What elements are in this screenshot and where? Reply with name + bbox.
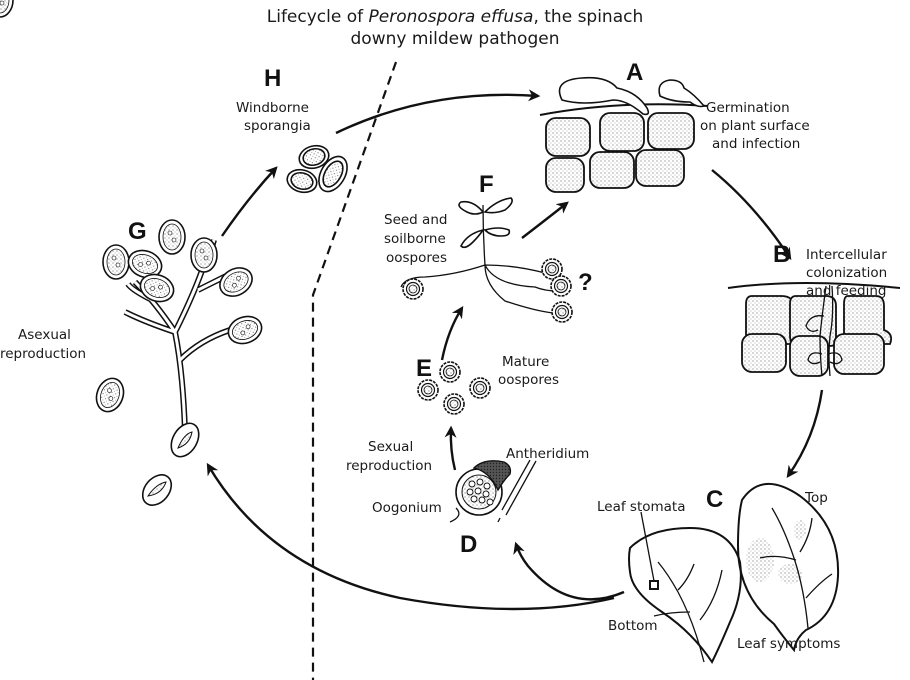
leaf-stomata-label: Leaf stomata (597, 499, 685, 515)
sexual-asexual-divider (311, 61, 398, 680)
stage-a-illustration (539, 76, 709, 193)
arrow-e-to-f (440, 305, 464, 361)
stage-a-label-2: on plant surface (700, 118, 810, 134)
stage-b-illustration (727, 282, 901, 377)
stage-h-illustration (286, 144, 348, 194)
arrow-f-to-a (521, 201, 569, 239)
arrow-c-to-g (206, 462, 615, 611)
stage-b-label-3: and feeding (806, 283, 887, 299)
arrow-h-to-a (335, 89, 541, 135)
oogonium-label: Oogonium (372, 500, 442, 516)
stage-a-label-3: and infection (712, 136, 800, 152)
stage-a-label-1: Germination (706, 100, 790, 116)
asexual-reproduction-label-2: reproduction (0, 346, 86, 362)
sexual-reproduction-label-2: reproduction (346, 458, 432, 474)
stage-a-letter: A (626, 59, 643, 86)
stage-e-label-1: Mature (502, 354, 549, 370)
stage-f-label-1: Seed and (384, 212, 447, 228)
stage-d-illustration (449, 459, 537, 523)
stage-h-label-2: sporangia (244, 118, 311, 134)
stage-g-letter: G (128, 218, 147, 245)
antheridium-label: Antheridium (506, 446, 589, 462)
arrow-b-to-c (786, 389, 824, 478)
asexual-reproduction-label-1: Asexual (18, 327, 71, 343)
stage-f-label-2: soilborne (384, 231, 446, 247)
arrow-g-to-h (221, 166, 278, 237)
stage-f-illustration (400, 197, 573, 323)
stage-f-letter: F (479, 171, 494, 198)
arrow-d-to-e (444, 425, 457, 471)
leaf-symptoms-label: Leaf symptoms (737, 636, 840, 652)
leaf-top-label: Top (804, 490, 828, 506)
stage-c-illustration (628, 482, 840, 664)
sexual-reproduction-label-1: Sexual (368, 439, 413, 455)
stage-f-label-3: oospores (386, 250, 447, 266)
stage-b-label-2: colonization (806, 265, 887, 281)
arrow-c-to-d (513, 541, 625, 601)
leaf-bottom-label: Bottom (608, 618, 658, 634)
title-line-2: downy mildew pathogen (351, 29, 560, 49)
stage-b-label-1: Intercellular (806, 247, 887, 263)
stage-d-letter: D (460, 531, 477, 558)
stage-c-letter: C (706, 486, 723, 513)
title-line-1: Lifecycle of Peronospora effusa, the spi… (267, 7, 644, 27)
stage-h-label-1: Windborne (236, 100, 309, 116)
stage-g-illustration (0, 0, 267, 506)
unknown-pathway-question-mark: ? (578, 269, 593, 296)
stage-e-letter: E (416, 355, 432, 382)
stage-h-letter: H (264, 65, 281, 92)
arrow-a-to-b (711, 169, 792, 261)
stage-e-label-2: oospores (498, 372, 559, 388)
